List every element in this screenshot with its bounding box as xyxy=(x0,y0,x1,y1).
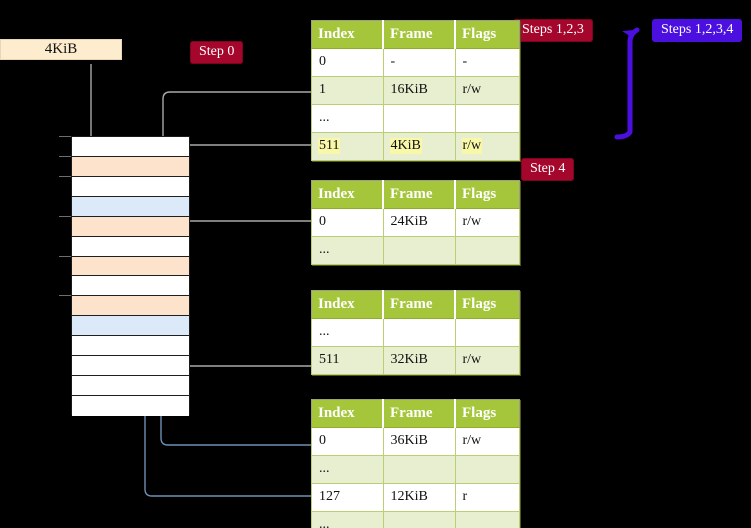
badge-steps-123: Steps 1,2,3 xyxy=(513,19,593,42)
memory-row-tick xyxy=(59,295,71,297)
memory-row-tick xyxy=(59,136,71,137)
column-header-index: Index xyxy=(311,20,384,49)
table-cell: r xyxy=(454,483,520,512)
table-cell: r/w xyxy=(454,427,520,456)
column-header-index: Index xyxy=(311,180,384,209)
badge-steps-1234: Steps 1,2,3,4 xyxy=(652,19,743,42)
source-frame-label: 4KiB xyxy=(44,41,78,57)
memory-row-tick xyxy=(59,175,71,177)
table-cell: 127 xyxy=(311,483,384,512)
memory-frame-row xyxy=(72,396,189,416)
memory-frame-row xyxy=(72,376,189,397)
column-header-index: Index xyxy=(311,399,384,428)
memory-frame-row xyxy=(72,137,189,157)
table-cell: 0 xyxy=(311,208,384,237)
memory-frame-row xyxy=(72,236,189,257)
table-cell xyxy=(382,104,456,133)
table-cell: r/w xyxy=(454,76,520,105)
steps-loop-arrow xyxy=(614,27,640,140)
table-cell xyxy=(454,318,520,347)
memory-frame-row xyxy=(72,336,189,357)
table-cell: 0 xyxy=(311,48,384,77)
memory-row-tick xyxy=(59,155,71,157)
table-cell: 24KiB xyxy=(382,208,456,237)
table-cell: 511 xyxy=(311,132,384,161)
table-cell: - xyxy=(454,48,520,77)
column-header-flags: Flags xyxy=(455,399,520,428)
table-cell xyxy=(382,318,456,347)
table-cell: 4KiB xyxy=(382,132,456,161)
table-cell xyxy=(454,236,520,265)
wire-table2-row511-to-memory xyxy=(171,314,311,367)
table-row: ... xyxy=(311,104,520,133)
table-cell: r/w xyxy=(454,346,520,375)
table-cell: 12KiB xyxy=(382,483,456,512)
column-header-frame: Frame xyxy=(383,20,456,49)
table-cell: r/w xyxy=(454,208,520,237)
column-header-index: Index xyxy=(311,290,384,319)
memory-frame-row xyxy=(72,276,189,297)
table-cell: ... xyxy=(311,318,384,347)
table-cell: ... xyxy=(311,511,384,528)
table-row: ... xyxy=(311,318,520,347)
table-row: ... xyxy=(311,236,520,265)
memory-frame-row xyxy=(72,176,189,197)
memory-row-tick xyxy=(59,255,71,257)
memory-frame-row xyxy=(72,196,189,217)
table-cell xyxy=(382,511,456,528)
table-row: ... xyxy=(311,511,520,528)
table-cell xyxy=(382,236,456,265)
table-cell: 0 xyxy=(311,427,384,456)
table-cell: 16KiB xyxy=(382,76,456,105)
wire-table1-row0-to-memory xyxy=(176,220,311,266)
badge-step-0: Step 0 xyxy=(190,41,244,64)
memory-frame-row xyxy=(72,216,189,237)
table-cell: ... xyxy=(311,104,384,133)
source-frame-box: 4KiB xyxy=(0,39,122,60)
table-cell: 36KiB xyxy=(382,427,456,456)
memory-frame-row xyxy=(72,296,189,317)
table-cell: 32KiB xyxy=(382,346,456,375)
table-cell: ... xyxy=(311,236,384,265)
memory-frame-row xyxy=(72,316,189,337)
column-header-frame: Frame xyxy=(383,290,456,319)
table-cell: ... xyxy=(311,455,384,484)
memory-frame-row xyxy=(72,356,189,377)
wire-table0-row511-to-memory xyxy=(176,144,311,157)
table-cell: 1 xyxy=(311,76,384,105)
table-cell xyxy=(454,104,520,133)
table-cell: 511 xyxy=(311,346,384,375)
memory-row-tick xyxy=(59,215,71,217)
table-cell xyxy=(454,511,520,528)
column-header-frame: Frame xyxy=(383,180,456,209)
column-header-frame: Frame xyxy=(383,399,456,428)
badge-step-4: Step 4 xyxy=(521,158,575,181)
column-header-flags: Flags xyxy=(455,180,520,209)
column-header-flags: Flags xyxy=(455,20,520,49)
table-cell: - xyxy=(382,48,456,77)
table-cell: r/w xyxy=(454,132,520,161)
table-cell xyxy=(382,455,456,484)
table-cell xyxy=(454,455,520,484)
column-header-flags: Flags xyxy=(455,290,520,319)
table-row: 0-- xyxy=(311,48,520,77)
memory-frame-row xyxy=(72,156,189,177)
table-row: ... xyxy=(311,455,520,484)
physical-memory-grid xyxy=(71,136,190,416)
memory-frame-row xyxy=(72,256,189,277)
